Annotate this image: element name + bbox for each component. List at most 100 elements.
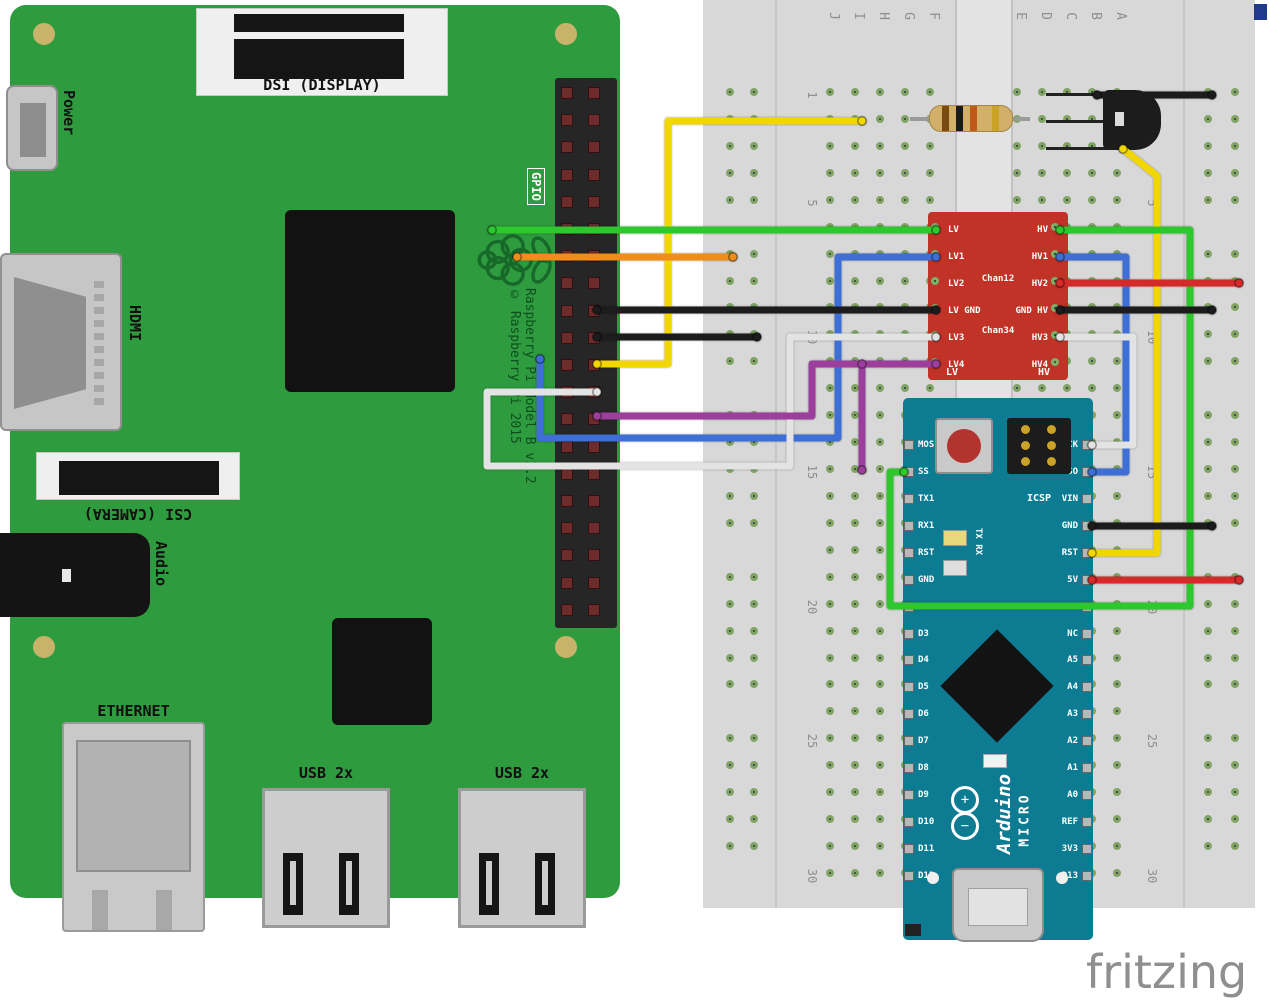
- breadboard-hole[interactable]: [1113, 599, 1121, 608]
- breadboard-rail-hole[interactable]: [750, 761, 758, 770]
- breadboard-rail-hole[interactable]: [1231, 761, 1239, 770]
- breadboard-hole[interactable]: [1063, 195, 1071, 204]
- breadboard-hole[interactable]: [1113, 222, 1121, 231]
- breadboard-hole[interactable]: [1113, 249, 1121, 258]
- power-connector[interactable]: [6, 85, 58, 171]
- breadboard-rail-hole[interactable]: [750, 572, 758, 581]
- breadboard-rail-hole[interactable]: [1231, 249, 1239, 258]
- breadboard-hole[interactable]: [876, 384, 884, 393]
- arduino-pin[interactable]: [904, 870, 914, 881]
- breadboard-hole[interactable]: [851, 788, 859, 797]
- breadboard-hole[interactable]: [926, 141, 934, 150]
- arduino-pin[interactable]: [1082, 493, 1092, 504]
- breadboard-rail-hole[interactable]: [750, 518, 758, 527]
- breadboard-hole[interactable]: [826, 572, 834, 581]
- breadboard-hole[interactable]: [851, 357, 859, 366]
- reset-button[interactable]: [935, 418, 993, 474]
- breadboard-hole[interactable]: [1038, 384, 1046, 393]
- breadboard-hole[interactable]: [826, 357, 834, 366]
- breadboard-hole[interactable]: [876, 815, 884, 824]
- breadboard-hole[interactable]: [876, 868, 884, 877]
- arduino-pin[interactable]: [1082, 574, 1092, 585]
- icsp-pin[interactable]: [1021, 425, 1030, 434]
- breadboard-rail-hole[interactable]: [1204, 438, 1212, 447]
- breadboard-hole[interactable]: [1013, 168, 1021, 177]
- breadboard-hole[interactable]: [1113, 330, 1121, 339]
- breadboard-hole[interactable]: [876, 438, 884, 447]
- breadboard-hole[interactable]: [826, 141, 834, 150]
- breadboard-hole[interactable]: [876, 734, 884, 743]
- breadboard-hole[interactable]: [926, 88, 934, 96]
- breadboard-hole[interactable]: [851, 330, 859, 339]
- breadboard-hole[interactable]: [1088, 303, 1096, 312]
- breadboard-rail-hole[interactable]: [1204, 276, 1212, 285]
- breadboard-hole[interactable]: [1088, 384, 1096, 393]
- breadboard-hole[interactable]: [876, 303, 884, 312]
- breadboard-hole[interactable]: [1038, 195, 1046, 204]
- arduino-pin[interactable]: [1082, 682, 1092, 693]
- breadboard-hole[interactable]: [826, 195, 834, 204]
- breadboard-hole[interactable]: [876, 88, 884, 96]
- dsi-connector[interactable]: [196, 8, 448, 96]
- breadboard-hole[interactable]: [851, 518, 859, 527]
- breadboard-hole[interactable]: [1113, 411, 1121, 420]
- csi-connector[interactable]: [36, 452, 240, 500]
- breadboard-rail-hole[interactable]: [1231, 114, 1239, 123]
- breadboard-rail-hole[interactable]: [726, 491, 734, 500]
- breadboard-hole[interactable]: [851, 195, 859, 204]
- gpio-pin[interactable]: [561, 467, 573, 480]
- breadboard-rail-hole[interactable]: [726, 761, 734, 770]
- gpio-pin[interactable]: [588, 87, 600, 99]
- breadboard-hole[interactable]: [1088, 222, 1096, 231]
- arduino-pin[interactable]: [1082, 843, 1092, 854]
- breadboard-hole[interactable]: [901, 276, 909, 285]
- breadboard-rail-hole[interactable]: [750, 168, 758, 177]
- breadboard-hole[interactable]: [851, 222, 859, 231]
- gpio-pin[interactable]: [561, 250, 573, 263]
- breadboard-rail-hole[interactable]: [1204, 788, 1212, 797]
- breadboard-hole[interactable]: [851, 599, 859, 608]
- breadboard-hole[interactable]: [876, 572, 884, 581]
- gpio-pin[interactable]: [588, 603, 600, 616]
- breadboard-hole[interactable]: [901, 249, 909, 258]
- breadboard-hole[interactable]: [1113, 788, 1121, 797]
- breadboard-hole[interactable]: [1113, 491, 1121, 500]
- breadboard-hole[interactable]: [1113, 438, 1121, 447]
- gpio-pin[interactable]: [561, 359, 573, 371]
- breadboard-hole[interactable]: [851, 491, 859, 500]
- breadboard-hole[interactable]: [851, 168, 859, 177]
- breadboard-hole[interactable]: [826, 384, 834, 393]
- converter-pin[interactable]: [1051, 357, 1059, 366]
- breadboard-hole[interactable]: [901, 303, 909, 312]
- breadboard-hole[interactable]: [876, 599, 884, 608]
- breadboard-hole[interactable]: [901, 88, 909, 96]
- breadboard-rail-hole[interactable]: [1204, 168, 1212, 177]
- breadboard-hole[interactable]: [876, 168, 884, 177]
- arduino-pin[interactable]: [1082, 763, 1092, 774]
- gpio-pin[interactable]: [588, 250, 600, 263]
- breadboard-rail-hole[interactable]: [1231, 734, 1239, 743]
- gpio-pin[interactable]: [561, 549, 573, 562]
- breadboard-rail-hole[interactable]: [726, 815, 734, 824]
- gpio-pin[interactable]: [588, 440, 600, 453]
- breadboard-hole[interactable]: [826, 411, 834, 420]
- breadboard-rail-hole[interactable]: [750, 734, 758, 743]
- converter-pin[interactable]: [931, 303, 939, 312]
- breadboard-rail-hole[interactable]: [1231, 572, 1239, 581]
- breadboard-hole[interactable]: [851, 761, 859, 770]
- breadboard-rail-hole[interactable]: [726, 518, 734, 527]
- gpio-pin[interactable]: [561, 168, 573, 181]
- breadboard-hole[interactable]: [1088, 195, 1096, 204]
- breadboard-rail-hole[interactable]: [1204, 572, 1212, 581]
- audio-jack[interactable]: [0, 533, 150, 617]
- breadboard-hole[interactable]: [1038, 114, 1046, 123]
- breadboard-hole[interactable]: [1113, 868, 1121, 877]
- breadboard-rail-hole[interactable]: [750, 114, 758, 123]
- breadboard-hole[interactable]: [826, 276, 834, 285]
- breadboard-hole[interactable]: [851, 249, 859, 258]
- breadboard-rail-hole[interactable]: [1204, 680, 1212, 689]
- breadboard-rail-hole[interactable]: [750, 330, 758, 339]
- breadboard-hole[interactable]: [851, 114, 859, 123]
- breadboard-hole[interactable]: [876, 276, 884, 285]
- breadboard-hole[interactable]: [901, 222, 909, 231]
